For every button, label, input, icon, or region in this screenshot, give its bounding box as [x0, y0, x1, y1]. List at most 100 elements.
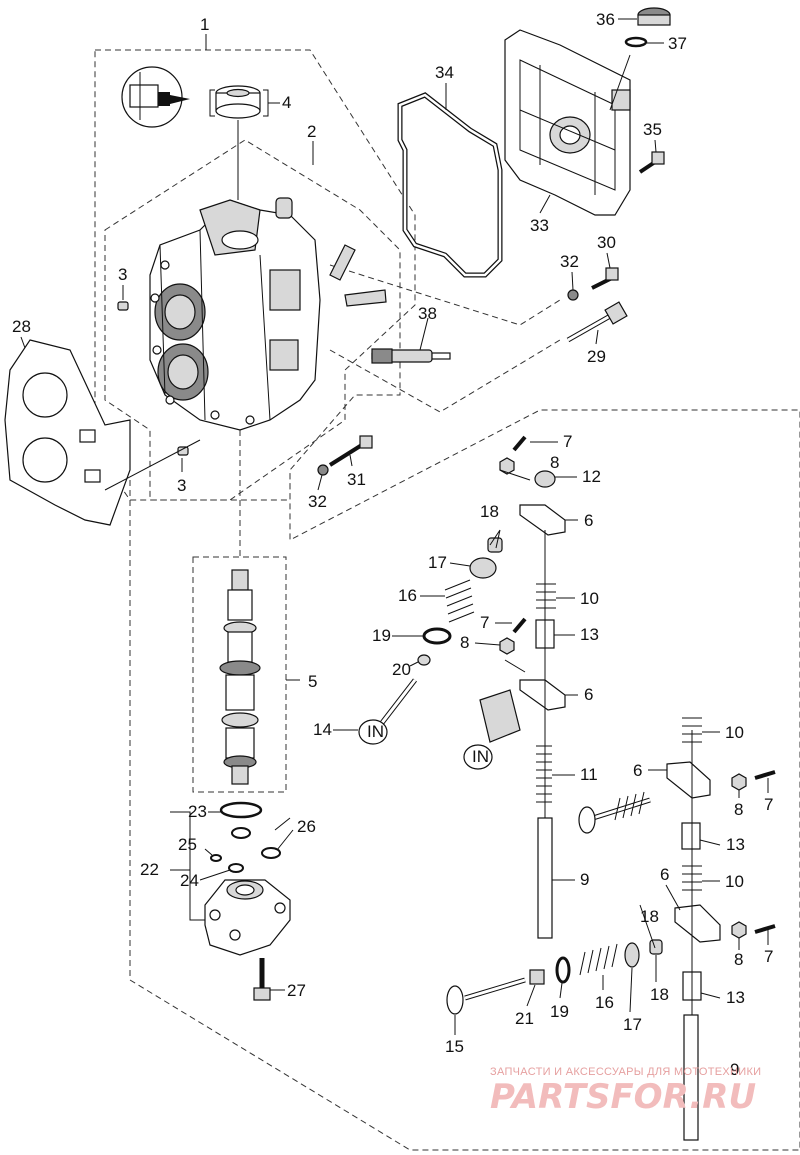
rocker-arm-6-a [519, 504, 566, 536]
callout-13-a: 13 [580, 625, 599, 644]
watermark-brand: PARTSFOR.RU [490, 1077, 756, 1117]
callout-23: 23 [188, 802, 207, 821]
callout-1: 1 [200, 15, 209, 34]
bolt-29 [566, 301, 628, 343]
push-rod-9-b [683, 1014, 699, 1141]
callout-24: 24 [180, 871, 199, 890]
dowel-pin-3-b [177, 446, 189, 456]
retainer-17-a [469, 557, 497, 579]
callout-27: 27 [287, 981, 306, 1000]
adjust-screw-7-c [754, 770, 776, 780]
washer-19-a [422, 627, 452, 645]
o-ring-26-b [261, 847, 281, 859]
callout-34: 34 [435, 63, 454, 82]
intake-valve-assembly [463, 689, 521, 770]
filler-cap-36 [637, 7, 671, 26]
dowel-pin-top [275, 197, 293, 219]
callout-7-c: 7 [764, 795, 773, 814]
pipe-fitting [329, 244, 387, 307]
callout-6-c: 6 [633, 761, 642, 780]
spring-11 [536, 745, 552, 803]
callout-10-c: 10 [725, 872, 744, 891]
callout-13-c: 13 [726, 988, 745, 1007]
callout-19-b: 19 [550, 1002, 569, 1021]
rocker-arm-6-c [666, 761, 711, 799]
pivot-18-b [649, 939, 663, 955]
watermark-tagline: ЗАПЧАСТИ И АКСЕССУАРЫ ДЛЯ МОТОТЕХНИКИ [490, 1066, 761, 1078]
callout-16-a: 16 [398, 586, 417, 605]
group-outline-main [129, 409, 800, 1151]
callout-37: 37 [668, 34, 687, 53]
callout-15: 15 [445, 1037, 464, 1056]
dowel-pin-3-a [117, 301, 129, 311]
intake-valve-14 [358, 678, 417, 745]
lock-nut-8-a [499, 457, 515, 475]
exhaust-valve-15 [446, 977, 526, 1015]
group-outline-1 [94, 49, 416, 501]
callout-36: 36 [596, 10, 615, 29]
tappet-13-b [681, 822, 701, 850]
oil-seal-4 [215, 85, 261, 119]
spring-10-a [536, 583, 556, 609]
callout-16-b: 16 [595, 993, 614, 1012]
adjust-screw-7-a [512, 435, 527, 452]
callout-26: 26 [297, 817, 316, 836]
callout-18-a: 18 [480, 502, 499, 521]
valve-mark-intake-a: IN [367, 722, 384, 741]
o-ring-37 [624, 36, 648, 48]
callout-7-d: 7 [764, 947, 773, 966]
adjust-screw-7-d [754, 924, 776, 934]
head-cover-33 [504, 29, 631, 216]
oil-pump-22 [204, 879, 291, 956]
callout-9-a: 9 [580, 870, 589, 889]
pivot-12 [534, 470, 556, 488]
seal-21 [529, 969, 545, 985]
push-rod-9-a [537, 817, 553, 939]
callout-32-a: 32 [560, 252, 579, 271]
callout-10-a: 10 [580, 589, 599, 608]
callout-31: 31 [347, 470, 366, 489]
group-outline-2 [104, 139, 401, 501]
seal-symbol-icon [121, 66, 190, 128]
lock-nut-8-b [499, 637, 515, 655]
bolt-35 [638, 151, 665, 174]
callout-22: 22 [140, 860, 159, 879]
callout-11: 11 [580, 765, 598, 784]
o-ring-26-a [231, 827, 251, 839]
callout-20: 20 [392, 660, 411, 679]
bolt-30 [591, 267, 619, 290]
callout-8-c: 8 [734, 800, 743, 819]
valve-assembly-upper [578, 791, 651, 834]
callout-29: 29 [587, 347, 606, 366]
callout-25: 25 [178, 835, 197, 854]
callout-6-b: 6 [584, 685, 593, 704]
callout-6-a: 6 [584, 511, 593, 530]
leader-dash-gasket [329, 264, 561, 326]
leader-dash-plug [329, 339, 561, 413]
spark-plug-38 [371, 348, 451, 364]
cylinder-head [149, 199, 321, 431]
callout-13-b: 13 [726, 835, 745, 854]
callout-32-b: 32 [308, 492, 327, 511]
callout-3-a: 3 [118, 265, 127, 284]
o-ring-24 [228, 863, 244, 873]
valve-spring-16-a [444, 579, 475, 623]
callout-35: 35 [643, 120, 662, 139]
o-ring-23 [219, 801, 263, 819]
callout-8-a: 8 [550, 453, 559, 472]
callout-7-b: 7 [480, 613, 489, 632]
rocker-arm-6-b [519, 679, 566, 711]
head-gasket-28 [4, 339, 131, 526]
washer-19-b [555, 956, 571, 984]
callout-28: 28 [12, 317, 31, 336]
camshaft-5 [219, 569, 261, 785]
callout-10-b: 10 [725, 723, 744, 742]
callout-17-a: 17 [428, 553, 447, 572]
lock-nut-8-c [731, 773, 747, 791]
callout-18-c: 18 [650, 985, 669, 1004]
callout-12: 12 [582, 467, 601, 486]
lock-nut-8-d [731, 921, 747, 939]
callout-8-d: 8 [734, 950, 743, 969]
callout-8-b: 8 [460, 633, 469, 652]
valve-mark-intake-b: IN [472, 747, 489, 766]
